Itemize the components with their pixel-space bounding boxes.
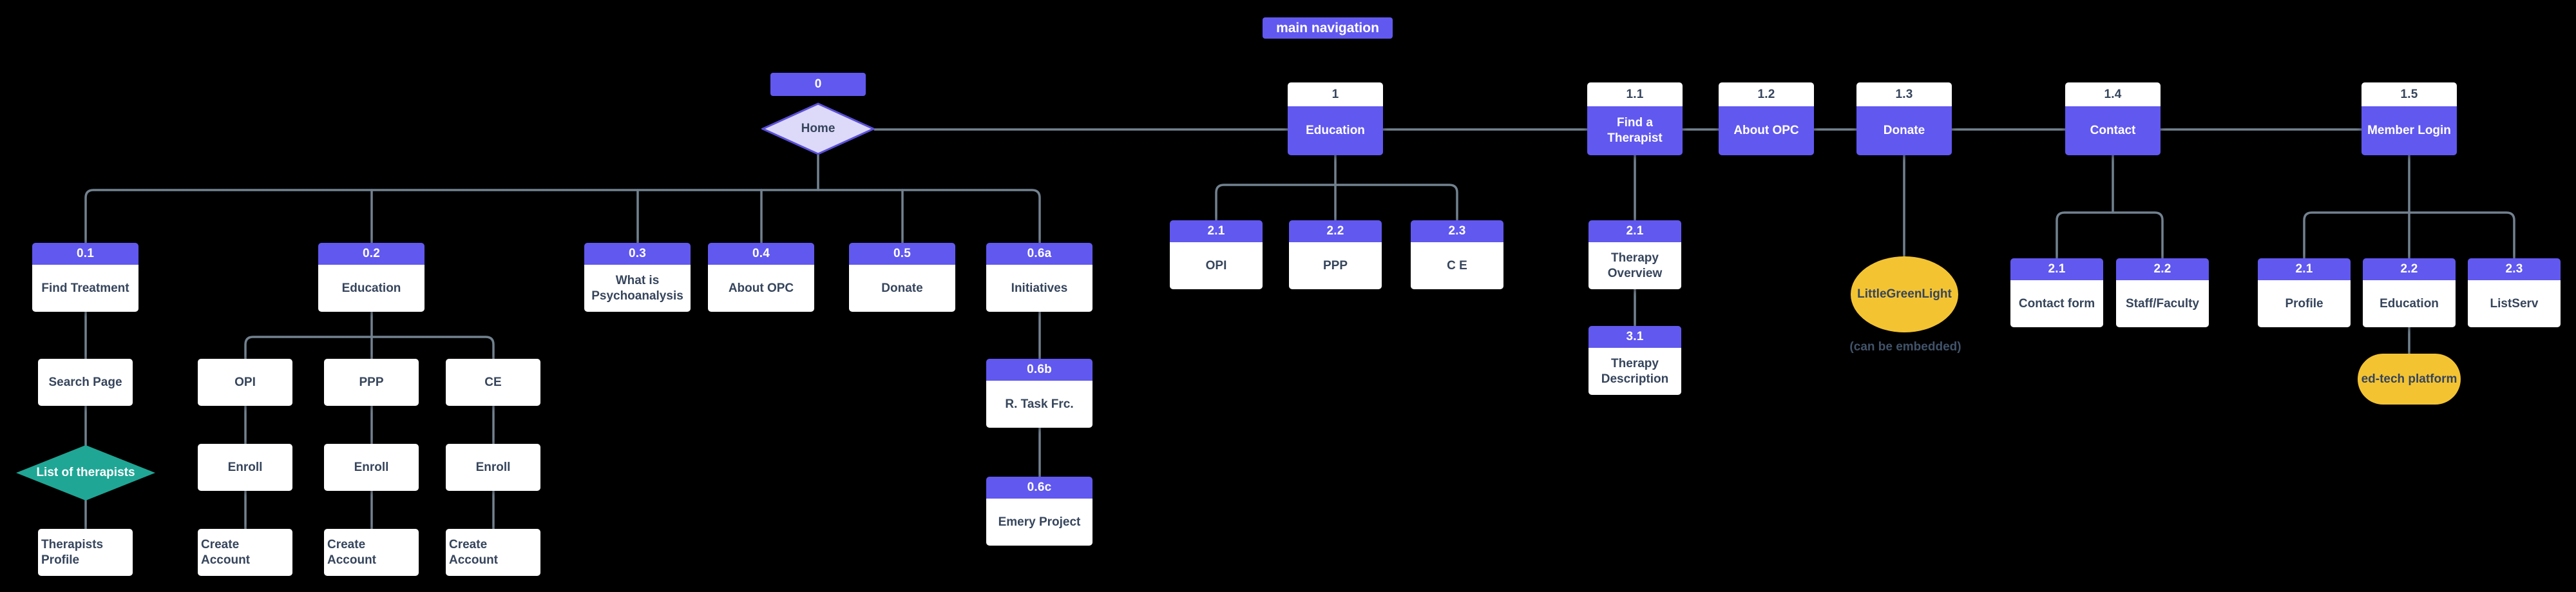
node-2-1-therapy-overview[interactable]: 2.1 Therapy Overview <box>1589 220 1681 289</box>
node-0-6b-number: 0.6b <box>986 359 1092 381</box>
node-staff-faculty-number: 2.2 <box>2116 258 2209 280</box>
node-2-1-opi-number: 2.1 <box>1170 220 1263 242</box>
node-member-education-number: 2.2 <box>2363 258 2456 280</box>
node-0-2-number: 0.2 <box>318 243 425 265</box>
node-1-5-label: Member Login <box>2361 106 2457 155</box>
node-therapy-overview-label: Therapy Overview <box>1589 242 1681 289</box>
node-littlegreenlight-ellipse[interactable]: LittleGreenLight <box>1851 256 1958 332</box>
node-1-4-contact[interactable]: 1.4 Contact <box>2065 82 2161 155</box>
node-listserv-label: ListServ <box>2468 280 2561 327</box>
node-1-2-about-opc[interactable]: 1.2 About OPC <box>1719 82 1814 155</box>
node-2-3-ce-number: 2.3 <box>1411 220 1503 242</box>
node-2-3-listserv[interactable]: 2.3 ListServ <box>2468 258 2561 327</box>
node-create-account-ppp[interactable]: Create Account <box>324 529 419 576</box>
node-0-2-education[interactable]: 0.2 Education <box>318 243 425 312</box>
node-ppp[interactable]: PPP <box>324 359 419 406</box>
edge-contact-bar <box>2056 211 2164 260</box>
node-create-account-opi[interactable]: Create Account <box>198 529 292 576</box>
node-ce[interactable]: CE <box>446 359 540 406</box>
home-diamond-shape <box>760 102 876 155</box>
node-0-5-label: Donate <box>849 265 955 312</box>
node-ed-tech-platform-pill[interactable]: ed-tech platform <box>2358 354 2461 405</box>
node-2-1-profile[interactable]: 2.1 Profile <box>2258 258 2351 327</box>
node-0-2-label: Education <box>318 265 425 312</box>
node-search-page[interactable]: Search Page <box>38 359 133 406</box>
node-0-6c-label: Emery Project <box>986 499 1092 546</box>
node-0-4-about-opc[interactable]: 0.4 About OPC <box>708 243 814 312</box>
node-create-account-ce[interactable]: Create Account <box>446 529 540 576</box>
node-2-3-ce[interactable]: 2.3 C E <box>1411 220 1503 289</box>
node-therapy-description-label: Therapy Description <box>1589 348 1681 395</box>
node-2-3-ce-label: C E <box>1411 242 1503 289</box>
node-therapists-profile[interactable]: Therapists Profile <box>38 529 133 576</box>
node-0-3-what-is-psychoanalysis[interactable]: 0.3 What is Psychoanalysis <box>584 243 691 312</box>
teal-diamond-shape <box>16 445 155 501</box>
node-1-1-find-a-therapist[interactable]: 1.1 Find a Therapist <box>1587 82 1683 155</box>
node-profile-label: Profile <box>2258 280 2351 327</box>
node-profile-number: 2.1 <box>2258 258 2351 280</box>
node-contact-form-label: Contact form <box>2010 280 2103 327</box>
main-navigation-badge: main navigation <box>1263 17 1393 39</box>
node-0-number-bar[interactable]: 0 <box>770 73 866 96</box>
node-2-1-contact-form[interactable]: 2.1 Contact form <box>2010 258 2103 327</box>
node-therapy-description-number: 3.1 <box>1589 326 1681 348</box>
node-home-label: Home <box>801 122 835 135</box>
node-1-5-number: 1.5 <box>2361 82 2457 106</box>
node-2-1-opi-label: OPI <box>1170 242 1263 289</box>
node-list-of-therapists-label: List of therapists <box>36 466 135 479</box>
node-3-1-therapy-description[interactable]: 3.1 Therapy Description <box>1589 326 1681 395</box>
node-1-label: Education <box>1288 106 1383 155</box>
node-2-2-staff-faculty[interactable]: 2.2 Staff/Faculty <box>2116 258 2209 327</box>
node-0-4-label: About OPC <box>708 265 814 312</box>
node-0-1-label: Find Treatment <box>32 265 138 312</box>
node-listserv-number: 2.3 <box>2468 258 2561 280</box>
edge-home-bar <box>84 189 1041 244</box>
node-0-1-find-treatment[interactable]: 0.1 Find Treatment <box>32 243 138 312</box>
node-member-education-label: Education <box>2363 280 2456 327</box>
node-1-3-number: 1.3 <box>1856 82 1952 106</box>
edge-edu02-bar <box>244 336 495 360</box>
node-0-4-number: 0.4 <box>708 243 814 265</box>
node-0-6c-emery-project[interactable]: 0.6c Emery Project <box>986 477 1092 546</box>
node-2-2-ppp[interactable]: 2.2 PPP <box>1289 220 1382 289</box>
node-1-5-member-login[interactable]: 1.5 Member Login <box>2361 82 2457 155</box>
node-0-6a-label: Initiatives <box>986 265 1092 312</box>
node-enroll-ppp[interactable]: Enroll <box>324 444 419 491</box>
node-2-2-ppp-label: PPP <box>1289 242 1382 289</box>
node-0-1-number: 0.1 <box>32 243 138 265</box>
node-0-5-number: 0.5 <box>849 243 955 265</box>
node-0-5-donate[interactable]: 0.5 Donate <box>849 243 955 312</box>
node-0-3-label: What is Psychoanalysis <box>584 265 691 312</box>
node-1-1-number: 1.1 <box>1587 82 1683 106</box>
edge-edu1-bar <box>1215 184 1458 222</box>
node-2-2-ppp-number: 2.2 <box>1289 220 1382 242</box>
node-1-1-label: Find a Therapist <box>1587 106 1683 155</box>
node-1-4-number: 1.4 <box>2065 82 2161 106</box>
node-1-3-label: Donate <box>1856 106 1952 155</box>
node-therapy-overview-number: 2.1 <box>1589 220 1681 242</box>
node-0-6b-r-task-frc[interactable]: 0.6b R. Task Frc. <box>986 359 1092 428</box>
node-0-6b-label: R. Task Frc. <box>986 381 1092 428</box>
node-2-2-member-education[interactable]: 2.2 Education <box>2363 258 2456 327</box>
node-1-3-donate[interactable]: 1.3 Donate <box>1856 82 1952 155</box>
node-enroll-opi[interactable]: Enroll <box>198 444 292 491</box>
node-enroll-ce[interactable]: Enroll <box>446 444 540 491</box>
node-1-2-label: About OPC <box>1719 106 1814 155</box>
node-1-number: 1 <box>1288 82 1383 106</box>
node-0-6a-number: 0.6a <box>986 243 1092 265</box>
node-1-4-label: Contact <box>2065 106 2161 155</box>
node-contact-form-number: 2.1 <box>2010 258 2103 280</box>
node-staff-faculty-label: Staff/Faculty <box>2116 280 2209 327</box>
node-1-2-number: 1.2 <box>1719 82 1814 106</box>
node-2-1-opi[interactable]: 2.1 OPI <box>1170 220 1263 289</box>
node-list-of-therapists-diamond[interactable]: List of therapists <box>16 445 155 501</box>
node-0-6a-initiatives[interactable]: 0.6a Initiatives <box>986 243 1092 312</box>
node-0-6c-number: 0.6c <box>986 477 1092 499</box>
lgl-embedded-caption: (can be embedded) <box>1849 340 1961 354</box>
node-0-3-number: 0.3 <box>584 243 691 265</box>
node-home-diamond[interactable]: Home <box>760 102 876 155</box>
node-1-education[interactable]: 1 Education <box>1288 82 1383 155</box>
node-opi[interactable]: OPI <box>198 359 292 406</box>
